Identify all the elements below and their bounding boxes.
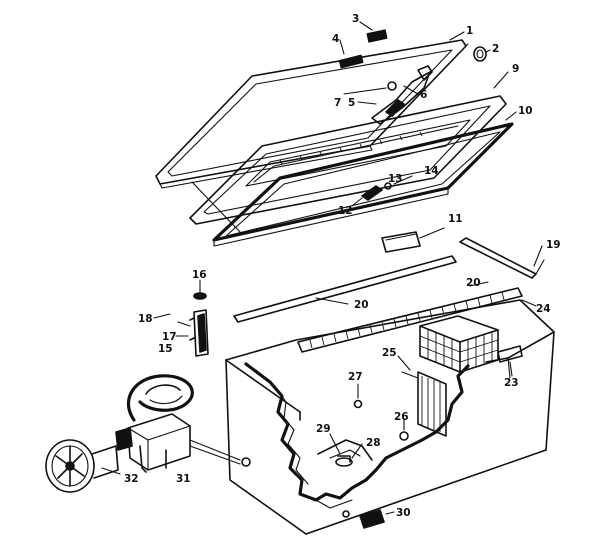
callout-5: 5 [348, 97, 355, 109]
callout-17: 17 [162, 331, 177, 343]
inner-lid-liner [189, 95, 507, 225]
lid-latch-parts [351, 175, 413, 207]
breaker-strip-20-rear [297, 281, 523, 353]
callout-3: 3 [352, 13, 359, 25]
switch-30 [359, 509, 395, 529]
trim-strip-19 [459, 237, 545, 279]
breaker-strip-20-front [233, 255, 457, 323]
hinge-assembly [153, 279, 209, 357]
callout-27: 27 [348, 371, 363, 383]
callout-1: 1 [466, 25, 473, 37]
callout-14: 14 [424, 165, 439, 177]
callout-13: 13 [388, 173, 403, 185]
callout-7: 7 [334, 97, 341, 109]
callout-leaders [339, 21, 543, 371]
cabinet-body [225, 299, 555, 535]
compressor-31 [115, 413, 251, 473]
fan-motor-32 [45, 439, 121, 493]
callout-4: 4 [332, 33, 339, 45]
callout-25: 25 [382, 347, 397, 359]
callout-11: 11 [448, 213, 463, 225]
callout-6: 6 [420, 89, 427, 101]
callout-20-rear: 20 [466, 277, 481, 289]
callout-32: 32 [124, 473, 139, 485]
callout-9: 9 [512, 63, 519, 75]
callout-28: 28 [366, 437, 381, 449]
callout-2: 2 [492, 43, 499, 55]
callout-12: 12 [338, 205, 353, 217]
callout-19: 19 [546, 239, 561, 251]
fasteners [329, 383, 409, 518]
label-plate-23 [497, 345, 523, 377]
callout-20-front: 20 [354, 299, 369, 311]
bracket-11 [381, 227, 445, 253]
callout-16: 16 [192, 269, 207, 281]
callout-30: 30 [396, 507, 411, 519]
lid-hardware [338, 29, 487, 125]
callout-10: 10 [518, 105, 533, 117]
callout-15: 15 [158, 343, 173, 355]
callout-31: 31 [176, 473, 191, 485]
callout-18: 18 [138, 313, 153, 325]
wire-basket [419, 315, 499, 373]
evaporator-coil [401, 371, 447, 437]
callout-26: 26 [394, 411, 409, 423]
callout-29: 29 [316, 423, 331, 435]
callout-23: 23 [504, 377, 519, 389]
lid-assembly [155, 39, 469, 189]
callout-24: 24 [536, 303, 551, 315]
power-cord [127, 374, 194, 422]
lid-gasket [212, 122, 514, 247]
callout-labels: 1 2 3 4 5 6 7 9 10 11 12 13 14 15 16 17 … [124, 13, 561, 519]
